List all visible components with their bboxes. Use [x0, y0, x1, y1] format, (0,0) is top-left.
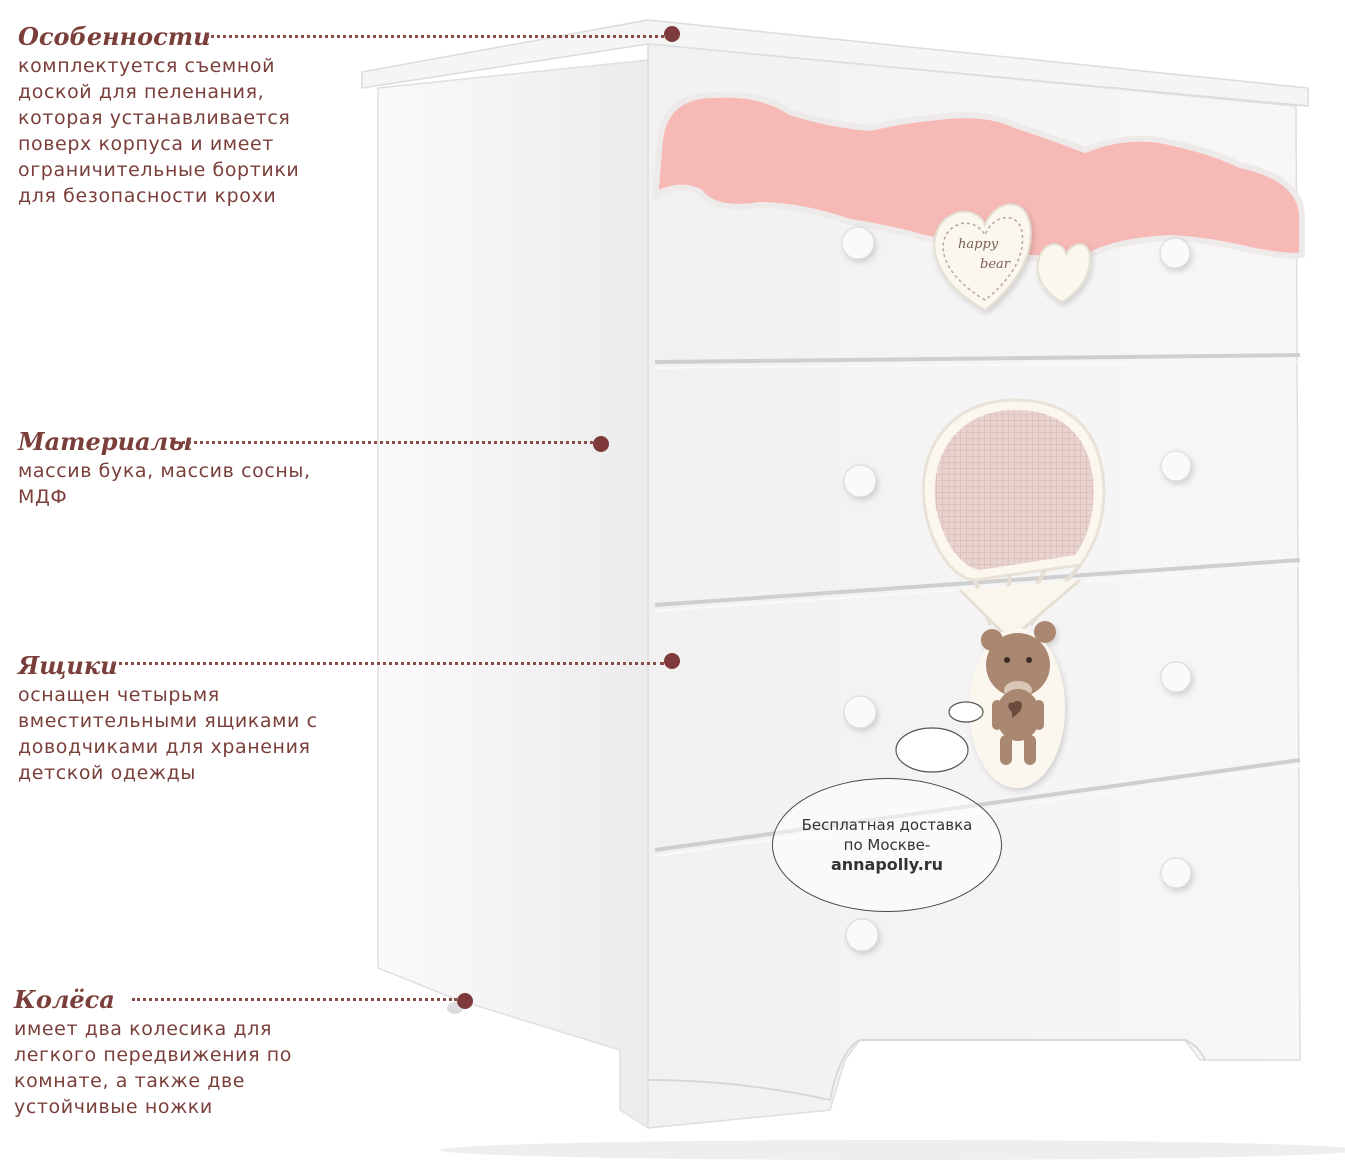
callout-line: которая устанавливается	[18, 107, 291, 129]
callout-line: вместительными ящиками с	[18, 710, 318, 732]
parachute-decor	[921, 398, 1106, 643]
callout-line: комнате, а также две	[14, 1070, 246, 1092]
callout-wheels: Колёса имеет два колесика для легкого пе…	[14, 985, 292, 1120]
callout-line: устойчивые ножки	[14, 1096, 213, 1118]
callout-description: комплектуется съемной доской для пеленан…	[18, 53, 299, 209]
leader-line-materials	[175, 441, 593, 444]
callout-drawers: Ящики оснащен четырьмя вместительными ящ…	[18, 651, 318, 786]
marker-dot-wheels	[457, 993, 473, 1009]
free-delivery-bubble: Бесплатная доставка по Москве- annapolly…	[772, 778, 1002, 912]
heart-text-happy: happy	[958, 237, 999, 252]
leader-line-wheels	[132, 998, 457, 1001]
heart-text-bear: bear	[980, 257, 1011, 272]
leader-line-features	[206, 35, 664, 38]
callout-title: Особенности	[18, 22, 211, 51]
callout-line: массив бука, массив сосны,	[18, 460, 311, 482]
callout-features: Особенности комплектуется съемной доской…	[18, 22, 299, 209]
callout-title: Колёса	[14, 985, 115, 1014]
callout-line: МДФ	[18, 486, 68, 508]
callout-line: для безопасности крохи	[18, 185, 277, 207]
bear-decor	[969, 621, 1065, 788]
thought-bubbles	[895, 701, 984, 773]
promo-line-1: Бесплатная доставка	[801, 816, 973, 834]
callout-line: оснащен четырьмя	[18, 684, 220, 706]
marker-dot-materials	[593, 436, 609, 452]
heart-decor: happy bear	[933, 203, 1092, 312]
callout-materials: Материалы массив бука, массив сосны, МДФ	[18, 427, 311, 510]
callout-title: Материалы	[18, 427, 193, 456]
callout-line: доской для пеленания,	[18, 81, 265, 103]
callout-line: поверх корпуса и имеет	[18, 133, 274, 155]
callout-description: массив бука, массив сосны, МДФ	[18, 458, 311, 510]
callout-line: доводчиками для хранения	[18, 736, 311, 758]
pink-cloud-decor	[652, 91, 1305, 262]
drawer-knobs	[841, 226, 1192, 952]
promo-site-link[interactable]: annapolly.ru	[830, 855, 944, 874]
callout-line: легкого передвижения по	[14, 1044, 292, 1066]
callout-description: оснащен четырьмя вместительными ящиками …	[18, 682, 318, 786]
promo-line-2: по Москве-	[843, 836, 931, 854]
dresser-side-panel	[377, 59, 649, 1130]
callout-description: имеет два колесика для легкого передвиже…	[14, 1016, 292, 1120]
marker-dot-drawers	[664, 653, 680, 669]
dresser-top	[361, 19, 1309, 107]
callout-line: имеет два колесика для	[14, 1018, 272, 1040]
callout-line: комплектуется съемной	[18, 55, 276, 77]
callout-line: ограничительные бортики	[18, 159, 300, 181]
marker-dot-features	[664, 26, 680, 42]
leader-line-drawers	[112, 662, 664, 665]
callout-title: Ящики	[18, 651, 118, 680]
callout-line: детской одежды	[18, 762, 196, 784]
